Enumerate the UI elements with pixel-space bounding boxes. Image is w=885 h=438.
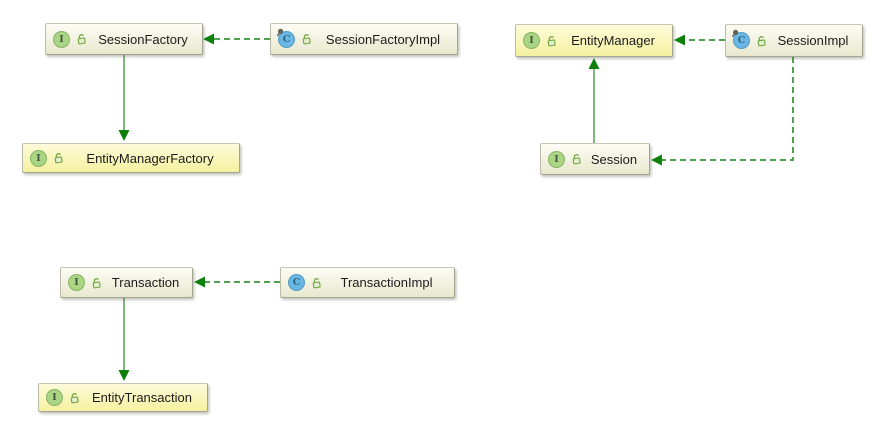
lock-icon [77,34,86,45]
lock-icon [92,277,101,288]
class-node-label: SessionFactoryImpl [325,31,441,47]
arrowhead-session-factory-to-entity-manager-factory [118,130,130,141]
arrowhead-transaction-impl-to-transaction [194,276,205,288]
class-node-label: SessionImpl [777,33,849,48]
class-node-entity-transaction[interactable]: I EntityTransaction [38,383,208,412]
pin-icon [731,29,739,38]
interface-icon: I [68,274,85,291]
class-node-session[interactable]: I Session [540,143,650,175]
type-letter: C [737,35,746,46]
pin-icon [276,28,284,36]
type-letter: C [282,33,291,45]
class-node-label: TransactionImpl [340,275,433,290]
class-node-transaction[interactable]: I Transaction [60,267,193,298]
type-letter: C [292,277,301,288]
interface-icon: I [523,32,540,49]
lock-icon [547,35,556,46]
arrowhead-session-factory-impl-to-session-factory [203,33,214,45]
class-node-entity-manager[interactable]: I EntityManager [515,24,673,57]
type-letter: I [74,277,79,288]
lock-icon [312,277,321,288]
edge-session-impl-to-session [662,57,794,161]
type-letter: I [554,153,559,165]
class-node-transaction-impl[interactable]: C TransactionImpl [280,267,455,298]
interface-icon: I [46,389,63,406]
class-icon: C [731,29,750,49]
class-node-label: EntityTransaction [92,390,192,405]
class-node-session-factory-impl[interactable]: C SessionFactoryImpl [270,23,458,55]
type-letter: I [52,392,57,403]
lock-icon [757,35,766,46]
arrowhead-session-impl-to-session [651,154,662,166]
arrowhead-session-to-entity-manager [588,58,600,69]
class-node-label: EntityManager [571,33,655,48]
class-icon: C [276,28,295,48]
interface-icon: I [30,149,47,167]
type-letter: I [59,33,64,45]
arrowhead-transaction-to-entity-transaction [118,370,130,381]
type-letter: I [529,35,534,46]
interface-icon: I [548,150,565,168]
class-node-entity-manager-factory[interactable]: I EntityManagerFactory [22,143,240,173]
lock-icon [572,154,581,165]
interface-icon: I [53,30,70,48]
type-letter: I [36,152,41,164]
lock-icon [54,153,63,164]
class-node-label: Session [590,151,638,167]
class-node-label: EntityManagerFactory [86,150,214,166]
arrowhead-session-impl-to-entity-manager [674,34,685,46]
class-node-label: SessionFactory [98,31,188,47]
lock-icon [70,392,79,403]
class-node-session-impl[interactable]: C SessionImpl [725,24,863,57]
class-node-session-factory[interactable]: I SessionFactory [45,23,203,55]
lock-icon [302,34,311,45]
class-node-label: Transaction [111,275,180,290]
class-icon: C [288,274,305,291]
